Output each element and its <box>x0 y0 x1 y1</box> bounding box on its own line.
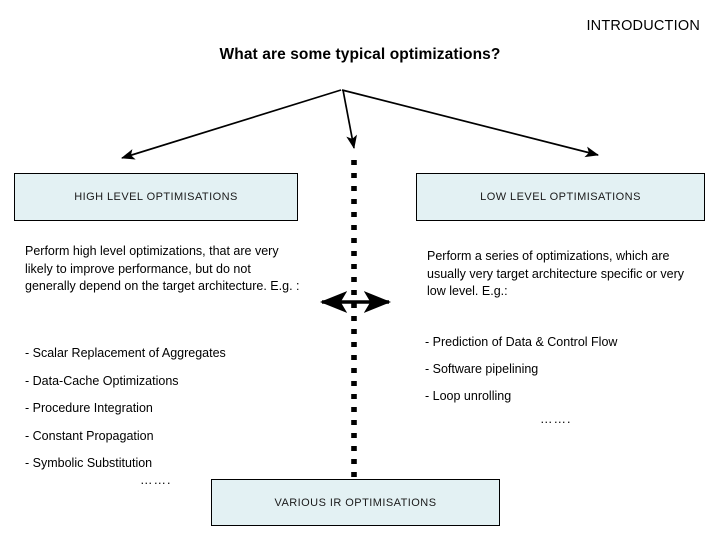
box-low-level-optimisations-label: LOW LEVEL OPTIMISATIONS <box>480 191 641 203</box>
low-level-ellipsis: ……. <box>540 412 572 426</box>
low-level-description: Perform a series of optimizations, which… <box>427 249 685 298</box>
list-item: - Constant Propagation <box>25 428 154 443</box>
arrow-to-low-level-optimisations <box>341 89 599 158</box>
list-item: - Procedure Integration <box>25 401 153 415</box>
box-various-ir-optimisations[interactable]: VARIOUS IR OPTIMISATIONS <box>211 479 500 526</box>
high-level-bullet-list: - Scalar Replacement of Aggregates - Dat… <box>25 345 226 483</box>
box-low-level-optimisations[interactable]: LOW LEVEL OPTIMISATIONS <box>416 173 705 221</box>
arrow-to-center-spine <box>342 89 358 150</box>
box-various-ir-optimisations-label: VARIOUS IR OPTIMISATIONS <box>274 496 437 509</box>
high-level-ellipsis: ……. <box>140 473 172 487</box>
list-item: - Software pipelining <box>425 362 539 376</box>
list-item: - Scalar Replacement of Aggregates <box>25 346 226 360</box>
box-high-level-optimisations-label: HIGH LEVEL OPTIMISATIONS <box>74 191 238 203</box>
box-high-level-optimisations[interactable]: HIGH LEVEL OPTIMISATIONS <box>14 173 298 221</box>
list-item: - Prediction of Data & Control Flow <box>425 335 618 349</box>
low-level-bullet-list: - Prediction of Data & Control Flow - So… <box>425 334 617 415</box>
high-level-description: Perform high level optimizations, that a… <box>25 244 300 293</box>
list-item: - Symbolic Substitution <box>25 456 153 470</box>
list-item: - Loop unrolling <box>425 389 512 403</box>
list-item: - Data-Cache Optimizations <box>25 373 179 388</box>
page-title: What are some typical optimizations? <box>219 46 501 63</box>
section-header-label: INTRODUCTION <box>586 18 700 34</box>
arrow-to-high-level-optimisations <box>121 89 342 160</box>
